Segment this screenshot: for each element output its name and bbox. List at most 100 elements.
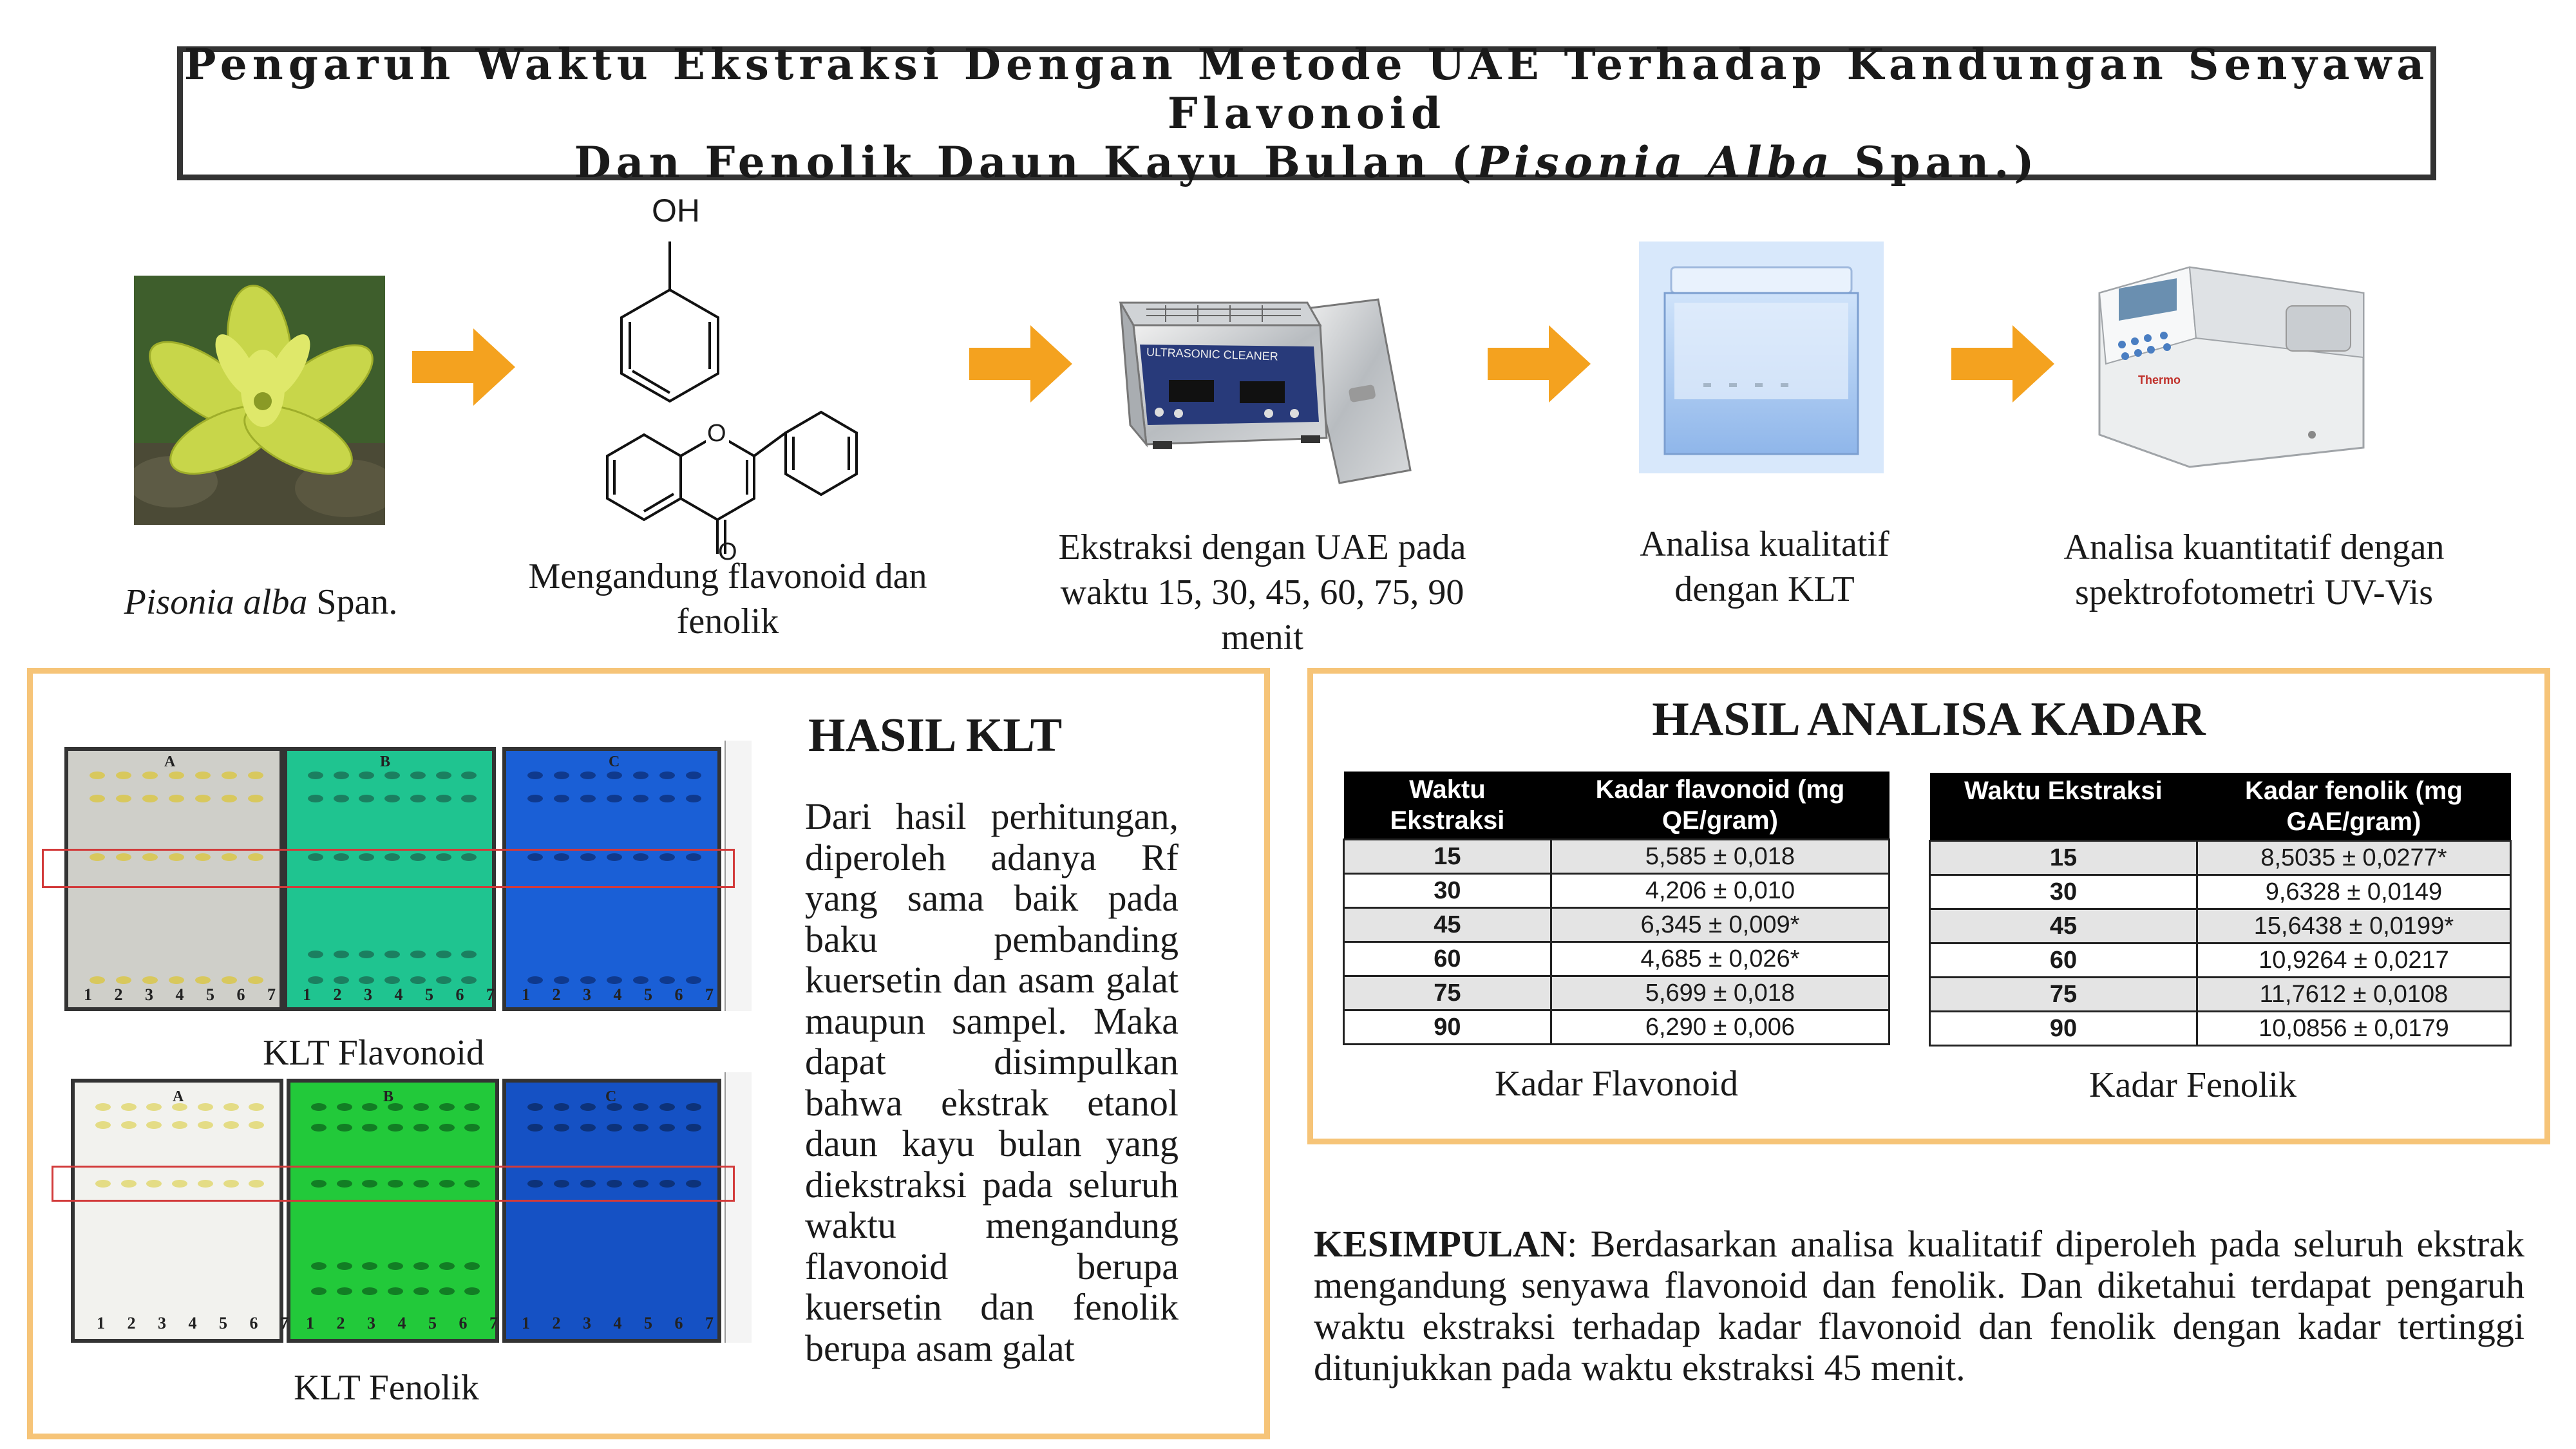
tlc-spot [310,1103,327,1111]
tlc-spot [95,1103,111,1111]
ruler [724,741,752,1011]
kesimpulan-label: KESIMPULAN [1314,1223,1567,1265]
tlc-spot [120,1180,137,1188]
tlc-spot [439,1262,455,1270]
tlc-spot [168,794,184,802]
tlc-spot [659,771,675,779]
tlc-spot [439,1180,455,1188]
hasil-klt-text: Dari hasil perhitungan, diperoleh adanya… [805,795,1179,1369]
tlc-spot [336,1287,352,1296]
tlc-spot [194,794,211,802]
tlc-spot [659,976,675,985]
tlc-spot [388,1103,404,1111]
tlc-spot [553,794,569,802]
tlc-spot [194,976,211,985]
tlc-spot [333,794,349,802]
tlc-spot [464,1262,480,1270]
ruler [724,1072,752,1343]
tlc-spot [435,794,451,802]
tlc-spot [464,1287,480,1296]
tlc-spot [606,771,622,779]
tlc-spot [413,1287,429,1296]
tlc-spot [142,976,158,985]
tlc-spot [307,976,323,985]
tlc-spot [95,1121,111,1129]
tlc-spot [632,976,649,985]
tlc-spot [413,1262,429,1270]
tlc-spot [333,976,349,985]
tlc-spot [333,853,349,862]
tlc-spot [413,1103,429,1111]
tlc-spot [413,1180,429,1188]
tlc-spot [553,976,569,985]
tlc-spot [115,853,131,862]
tlc-spot [553,1103,569,1111]
plate-letter-b: B [383,1088,394,1105]
tlc-spot [527,1180,543,1188]
tlc-spot [115,771,131,779]
tlc-spot [388,1123,404,1132]
tlc-spot [606,1103,622,1111]
kesimpulan-paragraph: KESIMPULAN: Berdasarkan analisa kualitat… [1314,1224,2524,1388]
tlc-spot [249,1121,265,1129]
hasil-klt-heading: HASIL KLT [808,709,1063,762]
plate-letter-b: B [380,753,391,770]
tlc-spot [221,976,237,985]
tlc-spot [527,853,543,862]
tlc-spot [439,1103,455,1111]
tlc-spot [685,794,701,802]
tlc-spot [142,771,158,779]
tlc-spot [223,1180,239,1188]
tlc-spot [580,771,596,779]
lane-numbers: 1 2 3 4 5 6 7 [306,1314,507,1332]
tlc-spot [359,951,375,959]
tlc-spot [310,1123,327,1132]
tlc-spot [435,771,451,779]
tlc-spot [307,771,323,779]
klt-fenolik-plate-a [71,1079,283,1343]
tlc-spot [527,1123,543,1132]
tlc-spot [89,976,105,985]
tlc-spot [89,771,105,779]
kesimpulan-text: : Berdasarkan analisa kualitatif diperol… [1314,1223,2524,1388]
ring-oxygen-label: O [707,420,726,447]
tlc-spot [580,853,596,862]
tlc-spot [527,976,543,985]
caption-analisa-kualitatif: Analisa kualitatif dengan KLT [1640,524,1889,609]
tlc-spot [221,853,237,862]
caption-kadar-fenolik: Kadar Fenolik [2089,1065,2297,1105]
klt-flavonoid-plate-a [64,747,283,1011]
tlc-spot [632,771,649,779]
tlc-spot [336,1180,352,1188]
tlc-spot [362,1287,378,1296]
caption-kadar-flavonoid: Kadar Flavonoid [1495,1064,1738,1104]
tlc-spot [89,794,105,802]
tlc-spot [142,794,158,802]
tlc-spot [221,771,237,779]
tlc-spot [336,1262,352,1270]
tlc-spot [249,1103,265,1111]
tlc-spot [580,1103,596,1111]
tlc-spot [307,853,323,862]
tlc-spot [172,1121,188,1129]
tlc-spot [606,853,622,862]
tlc-spot [439,1123,455,1132]
tlc-spot [464,1180,480,1188]
tlc-spot [336,1103,352,1111]
tlc-spot [632,853,649,862]
tlc-spot [310,1287,327,1296]
thermo-brand-label: Thermo [2138,374,2181,386]
tlc-spot [115,976,131,985]
arrow-right-icon [1488,325,1591,402]
tlc-spot [359,853,375,862]
tlc-spot [95,1180,111,1188]
tlc-spot [197,1121,213,1129]
tlc-spot [247,794,263,802]
plate-letter-c: C [605,1088,617,1105]
tlc-spot [223,1121,239,1129]
tlc-spot [606,976,622,985]
